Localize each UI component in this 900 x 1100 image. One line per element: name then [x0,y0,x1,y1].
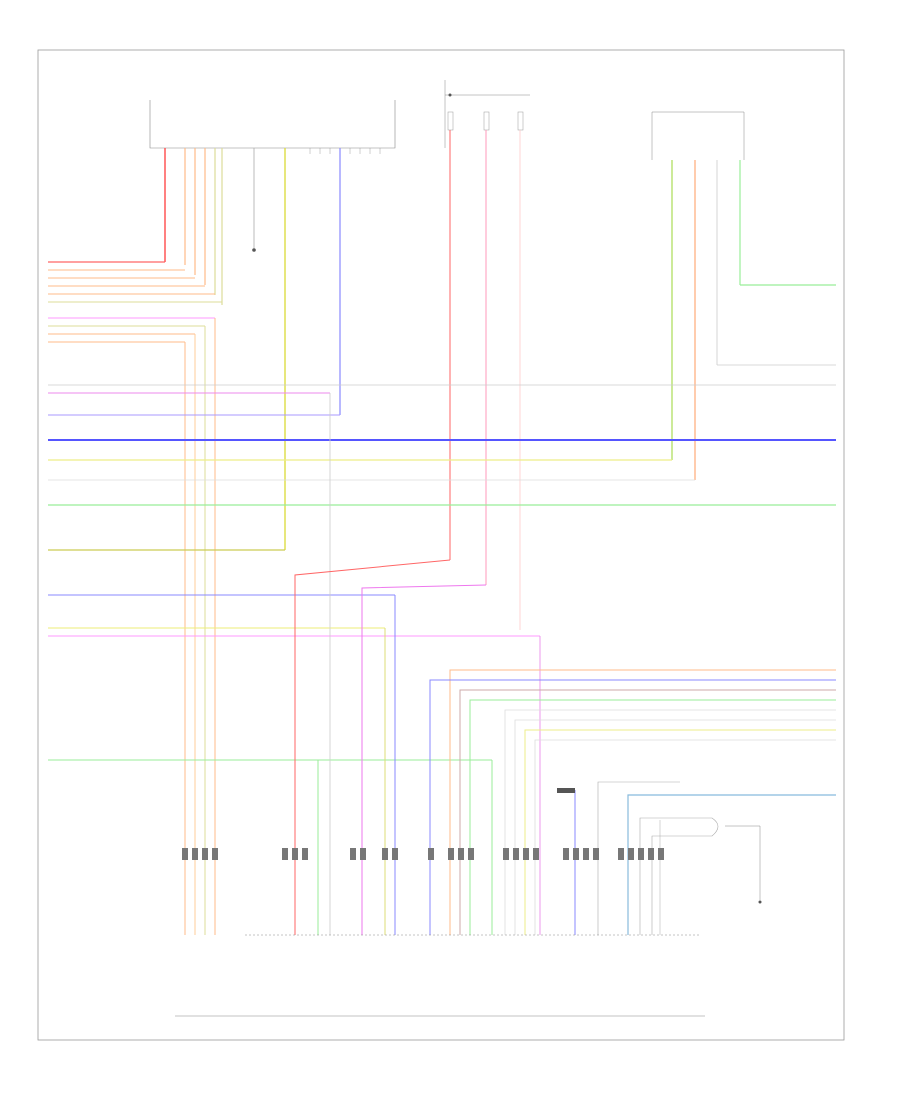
top-module [149,100,396,550]
top-module-pins [309,148,381,154]
right-module [651,111,836,480]
right-splice [639,817,762,935]
left-vertical-bundle [184,318,216,935]
fuse-block [444,80,530,630]
diagram-frame [37,49,845,1041]
bottom-module [175,934,705,1017]
left-wire-stubs [48,261,222,343]
connector-pins [182,848,664,860]
middle-drops [294,559,541,935]
horizontal-buses [48,384,836,935]
right-wire-bundle [429,669,836,935]
